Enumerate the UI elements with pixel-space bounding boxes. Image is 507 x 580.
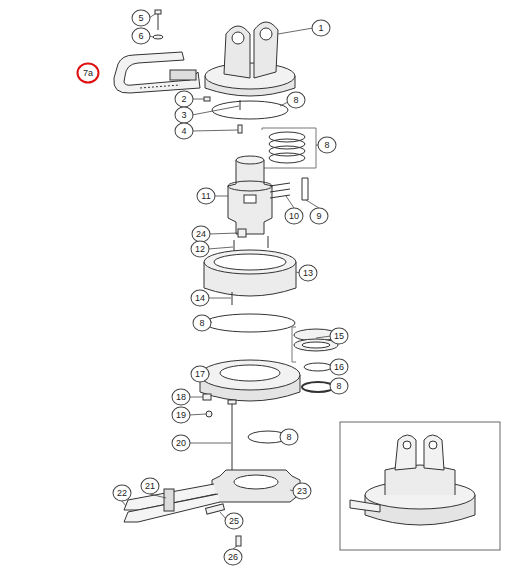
callout-number: 15 (330, 328, 349, 345)
callout-number: 14 (191, 290, 210, 307)
callout-number: 8 (280, 429, 299, 446)
callout-number: 8 (193, 315, 212, 332)
callout-number: 12 (191, 241, 210, 258)
callout-number: 2 (175, 91, 194, 108)
callout-number: 16 (330, 359, 349, 376)
callout-number: 9 (310, 208, 329, 225)
callout-number: 7a (77, 63, 100, 84)
callout-number: 18 (172, 389, 191, 406)
callout-number: 8 (287, 92, 306, 109)
callout-number: 4 (175, 123, 194, 140)
callout-number: 10 (285, 208, 304, 225)
callout-number: 11 (197, 188, 216, 205)
callout-number: 8 (318, 137, 337, 154)
callout-number: 25 (225, 513, 244, 530)
callout-number: 1 (312, 20, 331, 37)
callout-number: 8 (330, 378, 349, 395)
callout-number: 23 (293, 483, 312, 500)
callout-number: 26 (224, 549, 243, 566)
callout-number: 3 (175, 107, 194, 124)
callout-number: 6 (132, 28, 151, 45)
callout-number: 20 (172, 435, 191, 452)
callout-number: 13 (299, 265, 318, 282)
callout-number: 22 (113, 485, 132, 502)
callout-number: 17 (191, 366, 210, 383)
callout-number: 19 (172, 407, 191, 424)
callout-number: 5 (132, 10, 151, 27)
callout-number: 21 (141, 478, 160, 495)
